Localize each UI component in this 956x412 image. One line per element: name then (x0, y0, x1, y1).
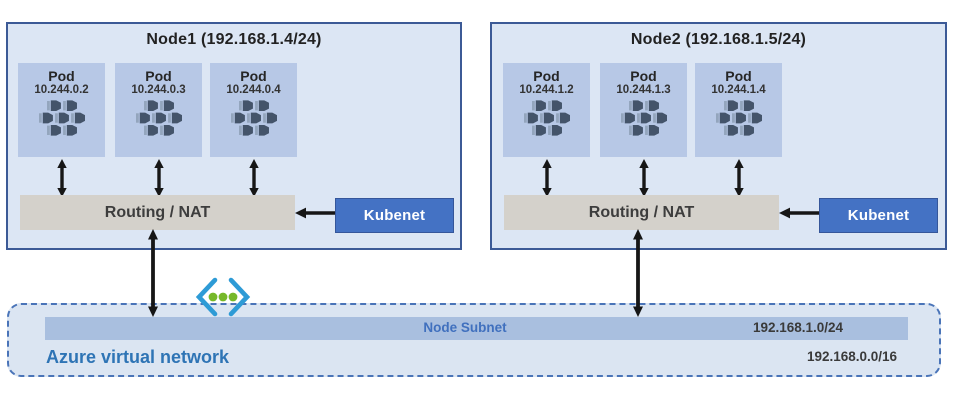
pod-routing-arrow (152, 159, 166, 197)
node1-subnet-arrow (146, 229, 160, 317)
pod-routing-arrow (540, 159, 554, 197)
pod-containers-icon (524, 100, 570, 136)
node1-box: Node1 (192.168.1.4/24) Pod 10.244.0.2 Po… (6, 22, 462, 250)
kubenet-routing-arrow (779, 206, 819, 220)
pod-label: Pod (630, 68, 657, 84)
node1-pod1: Pod 10.244.0.2 (18, 63, 105, 157)
node2-box: Node2 (192.168.1.5/24) Pod 10.244.1.2 Po… (490, 22, 947, 250)
node1-pod2: Pod 10.244.0.3 (115, 63, 202, 157)
node-subnet-bar (45, 317, 908, 340)
pod-containers-icon (39, 100, 85, 136)
node2-routing-nat-box: Routing / NAT (504, 195, 779, 230)
node1-pod3: Pod 10.244.0.4 (210, 63, 297, 157)
pod-label: Pod (145, 68, 172, 84)
pod-ip: 10.244.1.3 (616, 84, 671, 96)
node2-pod1: Pod 10.244.1.2 (503, 63, 590, 157)
pod-label: Pod (725, 68, 752, 84)
pod-containers-icon (136, 100, 182, 136)
node1-routing-nat-box: Routing / NAT (20, 195, 295, 230)
pod-containers-icon (621, 100, 667, 136)
pod-ip: 10.244.0.2 (34, 84, 89, 96)
pod-label: Pod (48, 68, 75, 84)
node2-kubenet-box: Kubenet (819, 198, 938, 233)
pod-label: Pod (240, 68, 267, 84)
node1-kubenet-box: Kubenet (335, 198, 454, 233)
pod-ip: 10.244.1.4 (711, 84, 766, 96)
pod-ip: 10.244.0.3 (131, 84, 186, 96)
node2-pod3: Pod 10.244.1.4 (695, 63, 782, 157)
kubenet-routing-arrow (295, 206, 335, 220)
pod-routing-arrow (732, 159, 746, 197)
node2-title: Node2 (192.168.1.5/24) (630, 31, 807, 48)
vnet-cidr: 192.168.0.0/16 (806, 349, 898, 364)
pod-ip: 10.244.1.2 (519, 84, 574, 96)
azure-virtual-network-label: Azure virtual network (46, 347, 230, 367)
node2-pod2: Pod 10.244.1.3 (600, 63, 687, 157)
azure-virtual-network-box (7, 303, 941, 377)
pod-routing-arrow (637, 159, 651, 197)
pod-routing-arrow (247, 159, 261, 197)
pod-label: Pod (533, 68, 560, 84)
node1-title: Node1 (192.168.1.4/24) (146, 31, 322, 48)
pod-containers-icon (716, 100, 762, 136)
pod-routing-arrow (55, 159, 69, 197)
node2-subnet-arrow (631, 229, 645, 317)
node-subnet-label: Node Subnet (423, 320, 507, 335)
pod-containers-icon (231, 100, 277, 136)
pod-ip: 10.244.0.4 (226, 84, 281, 96)
virtual-network-icon (195, 277, 251, 317)
node-subnet-cidr: 192.168.1.0/24 (752, 320, 844, 335)
